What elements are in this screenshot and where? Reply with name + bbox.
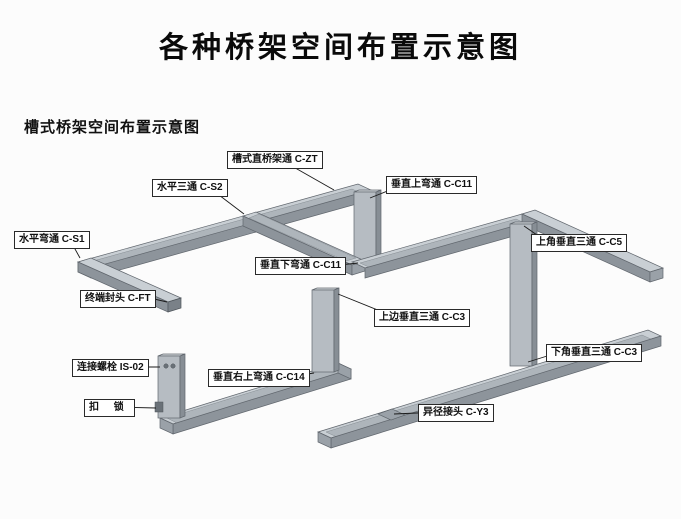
label-buckle-lock: 扣 锁 xyxy=(84,399,135,417)
page-subtitle: 槽式桥架空间布置示意图 xyxy=(24,119,201,136)
label-vertical-down-elbow-cc11: 垂直下弯通 C-C11 xyxy=(255,257,347,275)
lock-icon xyxy=(154,401,164,413)
tray-run-tee-branch xyxy=(242,211,366,276)
label-horizontal-elbow-cs1: 水平弯通 C-S1 xyxy=(14,231,90,249)
label-connecting-bolt-is02: 连接螺栓 IS-02 xyxy=(72,359,149,377)
label-top-side-vertical-tee-cc3: 上边垂直三通 C-C3 xyxy=(374,309,471,327)
label-vertical-up-elbow-cc11: 垂直上弯通 C-C11 xyxy=(386,176,478,194)
label-bottom-corner-vertical-tee-cc3: 下角垂直三通 C-C3 xyxy=(546,344,643,362)
page-title: 各种桥架空间布置示意图 xyxy=(158,32,522,64)
label-end-cap-cft: 终端封头 C-FT xyxy=(80,290,156,308)
bolt-icon xyxy=(163,363,169,369)
label-straight-tray-czt: 槽式直桥架通 C-ZT xyxy=(227,151,323,169)
label-top-corner-vertical-tee-cc5: 上角垂直三通 C-C5 xyxy=(531,234,628,252)
column-left xyxy=(154,353,186,419)
label-reducer-joint-cy3: 异径接头 C-Y3 xyxy=(418,404,494,422)
label-horizontal-tee-cs2: 水平三通 C-S2 xyxy=(152,179,228,197)
column-middle xyxy=(311,287,340,373)
riser-column-right xyxy=(509,221,538,367)
label-vertical-right-up-elbow-cc14: 垂直右上弯通 C-C14 xyxy=(208,369,310,387)
reducer-joint xyxy=(377,408,406,421)
riser-column-center xyxy=(353,189,382,263)
bolt-icon xyxy=(170,363,176,369)
